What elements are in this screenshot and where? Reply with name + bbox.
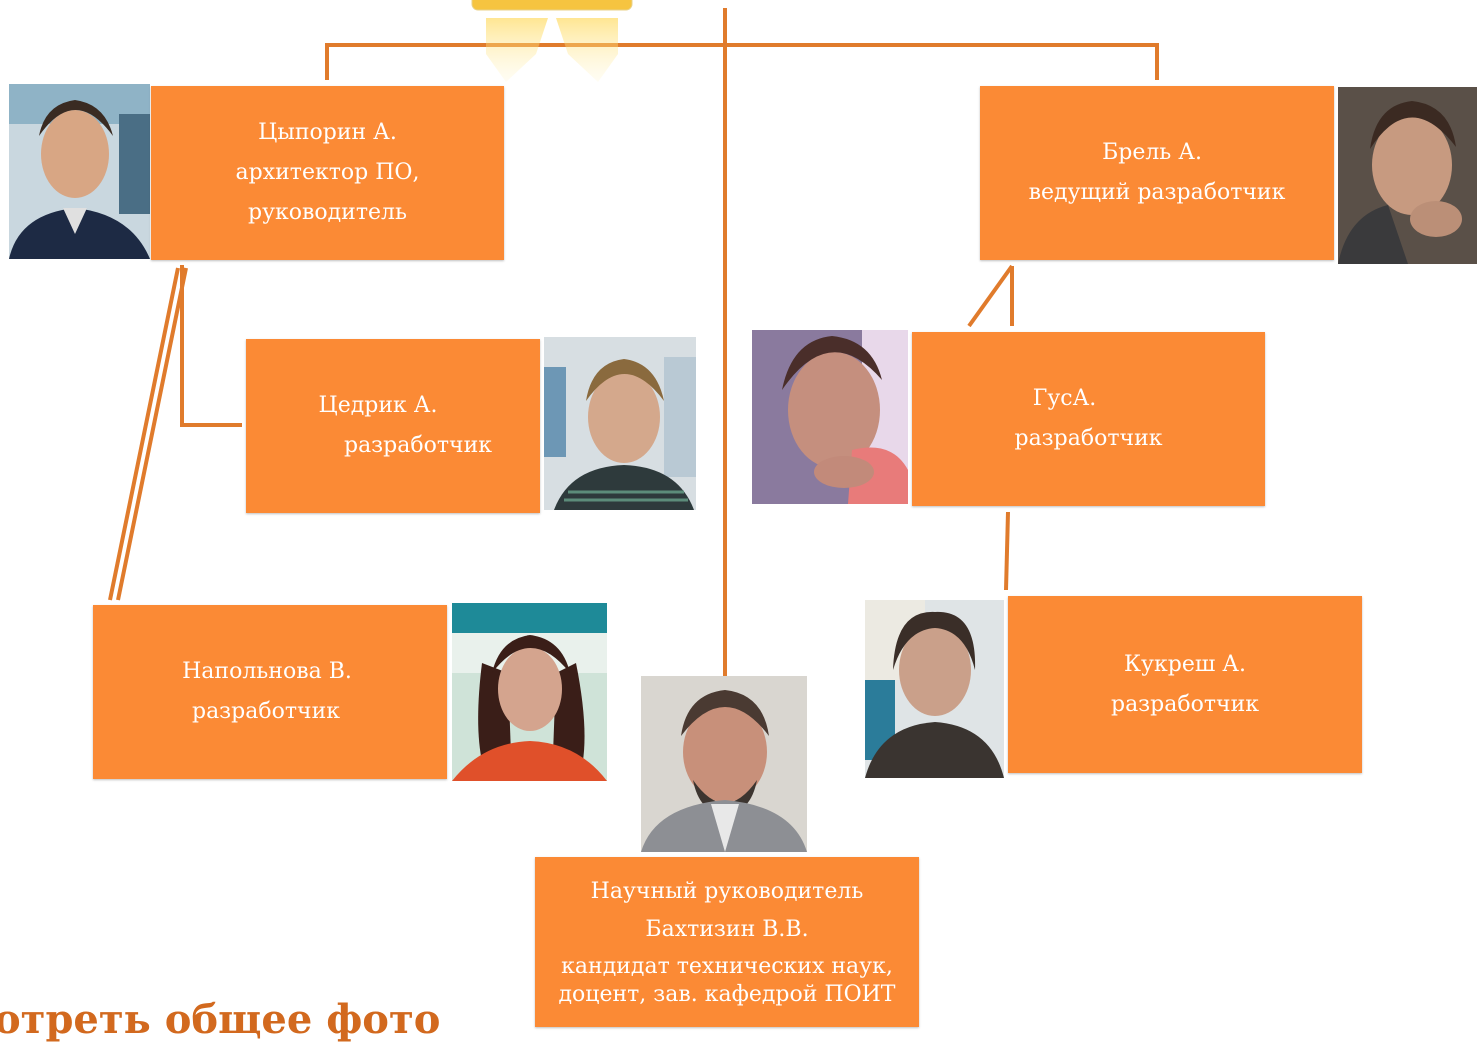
node-bakhtizin-degree2: доцент, зав. кафедрой ПОИТ <box>558 982 896 1007</box>
node-bakhtizin-title: Научный руководитель <box>590 879 864 904</box>
node-kukresh: Кукреш А. разработчик <box>1008 596 1362 773</box>
photo-tsedrik <box>544 337 696 510</box>
photo-bakhtizin <box>641 676 807 852</box>
node-kukresh-role: разработчик <box>1110 691 1260 717</box>
node-napolnova-role: разработчик <box>191 699 341 724</box>
node-kukresh-name: Кукреш А. <box>1124 651 1246 677</box>
photo-kukresh <box>865 600 1004 778</box>
connector-gus-kukresh <box>1004 511 1010 591</box>
photo-napolnova <box>452 603 607 781</box>
node-napolnova-name: Напольнова В. <box>182 659 352 684</box>
node-gus-role: разработчик <box>1014 426 1163 451</box>
node-brel-role: ведущий разработчик <box>1028 180 1286 205</box>
node-tsyporin-role2: руководитель <box>247 200 407 225</box>
connector-top-bar <box>325 43 1159 80</box>
node-bakhtizin-degree1: кандидат технических наук, <box>561 954 893 979</box>
node-tsyporin-role1: архитектор ПО, <box>235 160 420 185</box>
node-tsedrik: Цедрик А. разработчик <box>246 339 540 513</box>
photo-gus <box>752 330 908 504</box>
photo-brel <box>1338 87 1477 264</box>
node-bakhtizin: Научный руководитель Бахтизин В.В. канди… <box>535 857 919 1027</box>
node-tsyporin: Цыпорин А. архитектор ПО, руководитель <box>151 86 504 260</box>
connector-tsyporin-napolnova-2 <box>116 267 188 601</box>
node-tsyporin-name: Цыпорин А. <box>258 120 397 145</box>
connector-tsyporin-napolnova <box>108 267 180 601</box>
node-tsedrik-name: Цедрик А. <box>318 393 438 418</box>
node-bakhtizin-name: Бахтизин В.В. <box>645 917 809 942</box>
connector-brel-gus-1 <box>967 264 1014 328</box>
node-gus: ГусА. разработчик <box>912 332 1265 506</box>
view-general-photo-link[interactable]: отреть общее фото <box>0 996 441 1043</box>
connector-tsyporin-tsedrik <box>180 265 242 427</box>
node-gus-name: ГусА. <box>1032 386 1097 411</box>
logo-emblem <box>466 0 638 86</box>
node-tsedrik-role: разработчик <box>343 433 493 458</box>
node-brel: Брель А. ведущий разработчик <box>980 86 1334 260</box>
node-napolnova: Напольнова В. разработчик <box>93 605 447 779</box>
node-brel-name: Брель А. <box>1102 140 1202 165</box>
photo-tsyporin <box>9 84 150 259</box>
